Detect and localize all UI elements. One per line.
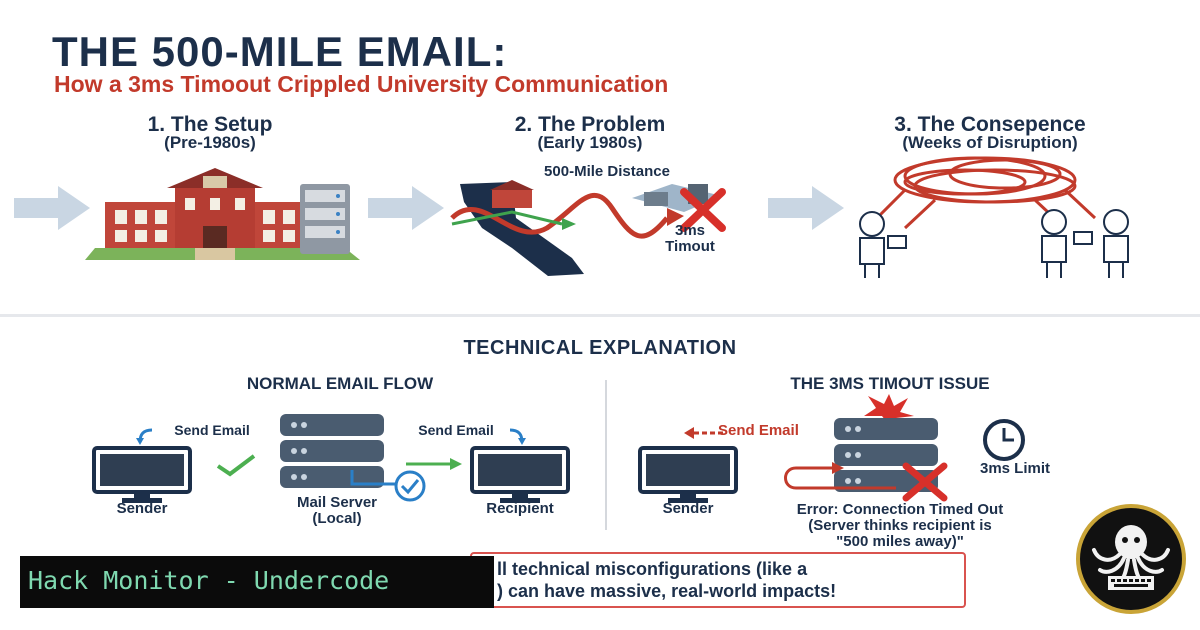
arrow-right-icon (14, 186, 90, 230)
error-line-2: (Server thinks recipient is (808, 517, 992, 534)
section-divider (0, 314, 1200, 317)
page-subtitle: How a 3ms Timoout Crippled University Co… (54, 71, 669, 97)
timeout-label-line1: 3ms (674, 222, 706, 239)
step-2-heading: 2. The Problem (514, 113, 666, 136)
sender-label: Sender (116, 500, 168, 517)
success-check-icon (394, 470, 426, 502)
error-x-icon (680, 188, 726, 232)
university-building-icon (85, 168, 360, 260)
watermark-banner (20, 556, 494, 608)
send-email-label-issue: Send Email (718, 422, 799, 439)
timeout-label-line2: Timout (665, 238, 715, 255)
arrow-right-icon (368, 186, 444, 230)
normal-flow-title: NORMAL EMAIL FLOW (246, 374, 434, 393)
confused-people-icon (1041, 209, 1129, 278)
california-map-icon (450, 180, 722, 276)
distance-label: 500-Mile Distance (544, 163, 670, 180)
server-rack-icon (300, 184, 350, 254)
curved-arrow-icon (509, 428, 526, 445)
send-email-label-right: Send Email (418, 422, 494, 438)
clock-icon (983, 419, 1025, 461)
timeout-issue-title: THE 3MS TIMOUT ISSUE (790, 374, 990, 393)
step-2-subheading: (Early 1980s) (537, 133, 643, 152)
arrow-right-green-icon (406, 458, 462, 470)
checkmark-icon (216, 454, 256, 477)
callout-box (470, 552, 966, 608)
error-line-3: "500 miles away)" (836, 533, 964, 550)
mail-server-icon (280, 414, 384, 488)
issue-sender-label: Sender (662, 500, 714, 517)
technical-title: TECHNICAL EXPLANATION (463, 337, 737, 359)
error-x-icon (902, 462, 948, 502)
step-3-subheading: (Weeks of Disruption) (902, 133, 1078, 152)
step-1-subheading: (Pre-1980s) (164, 133, 256, 152)
step-3-heading: 3. The Consepence (894, 113, 1086, 136)
connection-line (350, 470, 398, 486)
explosion-icon (864, 394, 914, 424)
confused-person-icon (859, 211, 907, 278)
sender-monitor-icon (92, 446, 192, 503)
callout-line-2: ) can have massive, real-world impacts! (497, 581, 837, 601)
time-limit-label: 3ms Limit (979, 460, 1051, 477)
curved-arrow-icon (136, 428, 153, 445)
octopus-icon (1092, 525, 1170, 590)
return-arrow-icon (784, 462, 896, 490)
recipient-label: Recipient (486, 500, 554, 517)
mail-server-label-line2: (Local) (312, 510, 362, 527)
tangled-cables-icon (873, 156, 1097, 230)
step-1-heading: 1. The Setup (147, 113, 273, 136)
mail-server-label-line1: Mail Server (296, 494, 378, 511)
banner-text: Hack Monitor - Undercode (28, 566, 390, 595)
arrow-right-icon (768, 186, 844, 230)
callout-line-1: ll technical misconfigurations (like a (497, 559, 808, 579)
error-line-1: Error: Connection Timed Out (796, 501, 1004, 518)
sender-monitor-icon (638, 446, 738, 503)
page-title: THE 500-MILE EMAIL: (52, 28, 508, 75)
recipient-monitor-icon (470, 446, 570, 503)
send-email-label-left: Send Email (174, 422, 250, 438)
column-divider (605, 380, 607, 530)
dashed-arrow-icon (684, 427, 724, 439)
